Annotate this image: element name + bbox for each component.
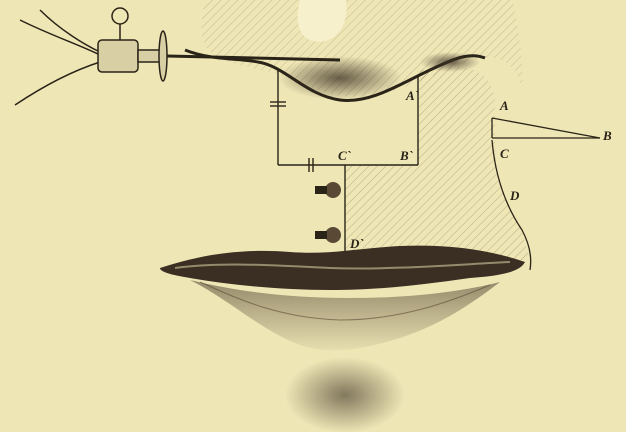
chin-shadow — [285, 357, 405, 432]
label-c: C — [500, 146, 509, 161]
label-d: D — [509, 188, 520, 203]
label-a-prime: A` — [405, 88, 420, 103]
label-b-prime: B` — [399, 148, 414, 163]
label-d-prime: D` — [349, 236, 364, 251]
label-c-prime: C` — [338, 148, 352, 163]
label-b: B — [602, 128, 612, 143]
label-a: A — [499, 98, 509, 113]
